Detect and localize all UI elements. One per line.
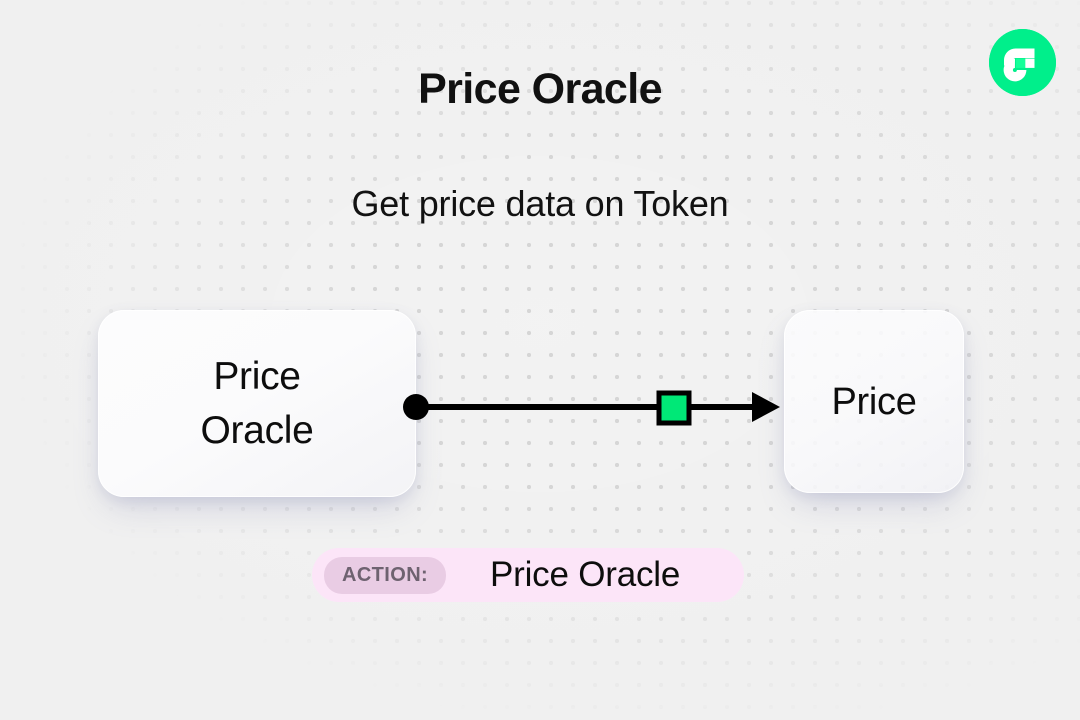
page-title: Price Oracle — [418, 65, 662, 113]
action-badge[interactable]: ACTION: Price Oracle — [312, 548, 744, 602]
node-card-label: Price — [831, 380, 917, 423]
node-card-price[interactable]: Price — [784, 310, 964, 493]
green-square-node-icon[interactable] — [656, 390, 692, 426]
connector — [395, 378, 795, 432]
flow-blockchain-logo-icon — [989, 29, 1056, 96]
node-card-price-oracle[interactable]: Price Oracle — [98, 310, 416, 497]
arrow-right-icon — [687, 392, 780, 422]
page-subtitle: Get price data on Token — [351, 183, 729, 224]
action-chip-label: ACTION: — [324, 556, 447, 594]
action-value: Price Oracle — [489, 555, 681, 594]
node-card-label: Price Oracle — [200, 354, 314, 452]
